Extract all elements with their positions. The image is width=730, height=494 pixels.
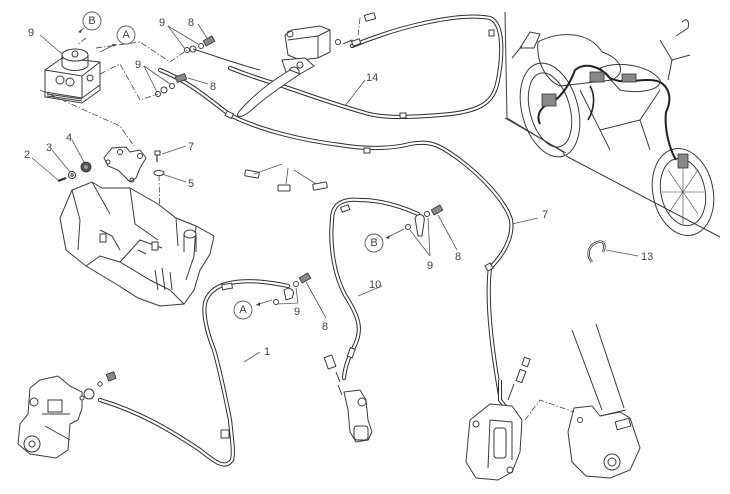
rubber-damper [80, 161, 92, 173]
fork-leg [567, 323, 641, 479]
motorcycle-overview [504, 11, 721, 238]
hose-clip [587, 240, 606, 263]
callout-9c: 9 [427, 260, 433, 272]
rear-master-cylinder [323, 354, 373, 443]
callout-6: 7 [188, 141, 194, 153]
leader-lines [31, 23, 639, 363]
svg-text:A: A [239, 304, 247, 316]
rear-master-cylinder-hose [329, 197, 421, 381]
battery-tray [59, 181, 215, 307]
reference-marker-b-top: B [78, 11, 102, 33]
brake-lever [237, 69, 302, 117]
svg-text:A: A [122, 29, 130, 41]
front-master-cylinder [281, 25, 362, 78]
front-caliper [465, 356, 531, 481]
callout-3: 3 [46, 142, 52, 154]
callout-5: 5 [188, 178, 194, 190]
hose-connectors [244, 169, 328, 192]
callout-9b: 9 [135, 59, 141, 71]
svg-text:B: B [370, 237, 377, 249]
callout-9a: 9 [159, 17, 165, 29]
callout-9d: 9 [294, 306, 300, 318]
callout-8d: 8 [322, 321, 328, 333]
callout-12: 9 [28, 27, 34, 39]
screw-6 [154, 150, 161, 162]
screw-2 [57, 176, 67, 183]
callout-7: 7 [542, 209, 548, 221]
callout-10: 10 [369, 279, 381, 291]
callout-8a: 8 [188, 17, 194, 29]
front-brake-hose [157, 67, 514, 412]
reference-marker-a-low: A [233, 299, 273, 320]
washer-5 [153, 170, 165, 176]
callout-13: 13 [641, 251, 653, 263]
banjo-fittings-lower [273, 272, 312, 305]
callout-8b: 8 [210, 81, 216, 93]
callout-4: 4 [66, 132, 72, 144]
banjo-bolt-front-mc [357, 12, 377, 37]
callout-1: 1 [264, 346, 270, 358]
reference-marker-b-mid: B [364, 228, 405, 253]
callout-labels: 9 2 3 4 7 5 9 8 9 8 14 7 9 8 9 8 10 1 13 [24, 17, 653, 358]
abs-bracket [103, 146, 147, 183]
callout-8c: 8 [455, 251, 461, 263]
svg-text:B: B [88, 15, 95, 27]
reference-marker-a-top: A [99, 25, 136, 53]
rear-brake-hose [97, 279, 291, 467]
abs-alignment-lines [39, 37, 188, 147]
rear-caliper [17, 371, 117, 459]
alignment-line [524, 399, 575, 421]
banjo-fittings-middle [405, 204, 444, 237]
banjo-fittings-upper-2 [155, 72, 188, 97]
front-master-cylinder-hose [227, 14, 504, 120]
callout-2: 2 [24, 149, 30, 161]
callout-11: 14 [366, 72, 378, 84]
banjo-fittings-upper-1 [184, 35, 261, 71]
abs-control-unit [44, 48, 101, 104]
washer-3 [68, 171, 76, 179]
